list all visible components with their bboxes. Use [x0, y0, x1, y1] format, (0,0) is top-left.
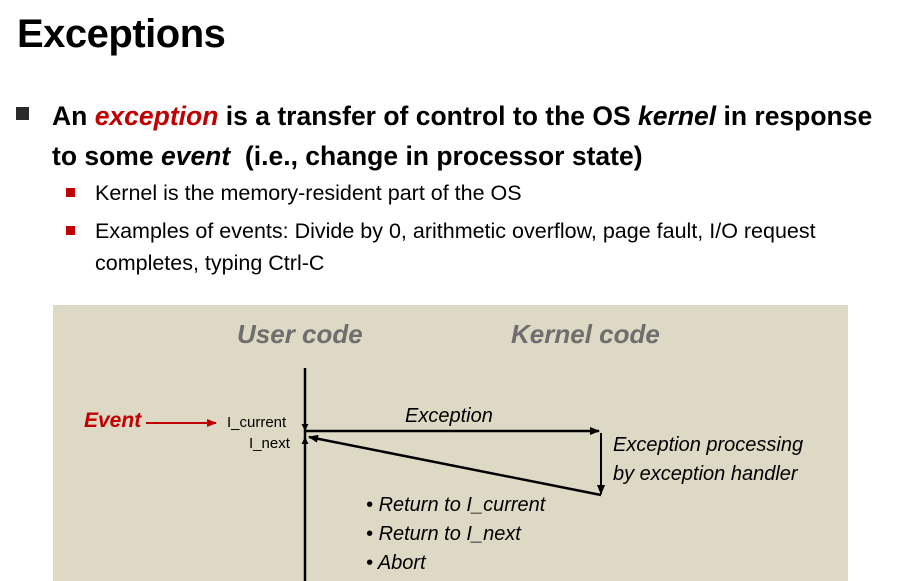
return-arrow — [308, 434, 602, 497]
event-label: Event — [84, 409, 142, 432]
main-bullet-text: An exception is a transfer of control to… — [52, 96, 902, 176]
bullet-square-icon — [16, 107, 29, 120]
event-term: event — [160, 141, 231, 171]
flow-arrows — [146, 368, 605, 581]
sub-bullet-kernel: Kernel is the memory-resident part of th… — [95, 181, 522, 205]
sub-bullet-square-icon — [66, 188, 75, 197]
kernel-code-label: Kernel code — [511, 319, 660, 349]
main-bullet-part4: (i.e., change in processor state) — [230, 141, 643, 171]
sub-bullet-square-icon — [66, 226, 75, 235]
slide-title: Exceptions — [17, 12, 226, 56]
i-next-label: I_next — [249, 435, 290, 452]
processing-line-2: by exception handler — [613, 463, 798, 485]
i-current-label: I_current — [227, 414, 287, 431]
return-options-list: • Return to I_current • Return to I_next… — [366, 491, 545, 578]
return-option: • Abort — [366, 552, 426, 574]
main-bullet-part3: in response to some — [52, 101, 873, 171]
return-option-text: Return to I_current — [378, 494, 546, 516]
return-option: • Return to I_current — [366, 494, 546, 516]
main-bullet-part2: is a transfer of control to the OS — [218, 101, 639, 131]
return-option-text: Abort — [377, 552, 426, 574]
user-code-label: User code — [237, 319, 363, 349]
processing-label: Exception processing by exception handle… — [613, 431, 803, 489]
return-option: • Return to I_next — [366, 523, 521, 545]
exception-arrow-label: Exception — [405, 405, 493, 427]
kernel-term: kernel — [638, 101, 717, 131]
processing-line-1: Exception processing — [613, 434, 804, 456]
exception-term: exception — [94, 101, 219, 131]
exception-flow-diagram: User code Kernel code Event I_current I_… — [53, 305, 848, 581]
main-bullet-part1: An — [52, 101, 95, 131]
sub-bullet-events: Examples of events: Divide by 0, arithme… — [95, 219, 816, 275]
return-option-text: Return to I_next — [378, 523, 521, 545]
